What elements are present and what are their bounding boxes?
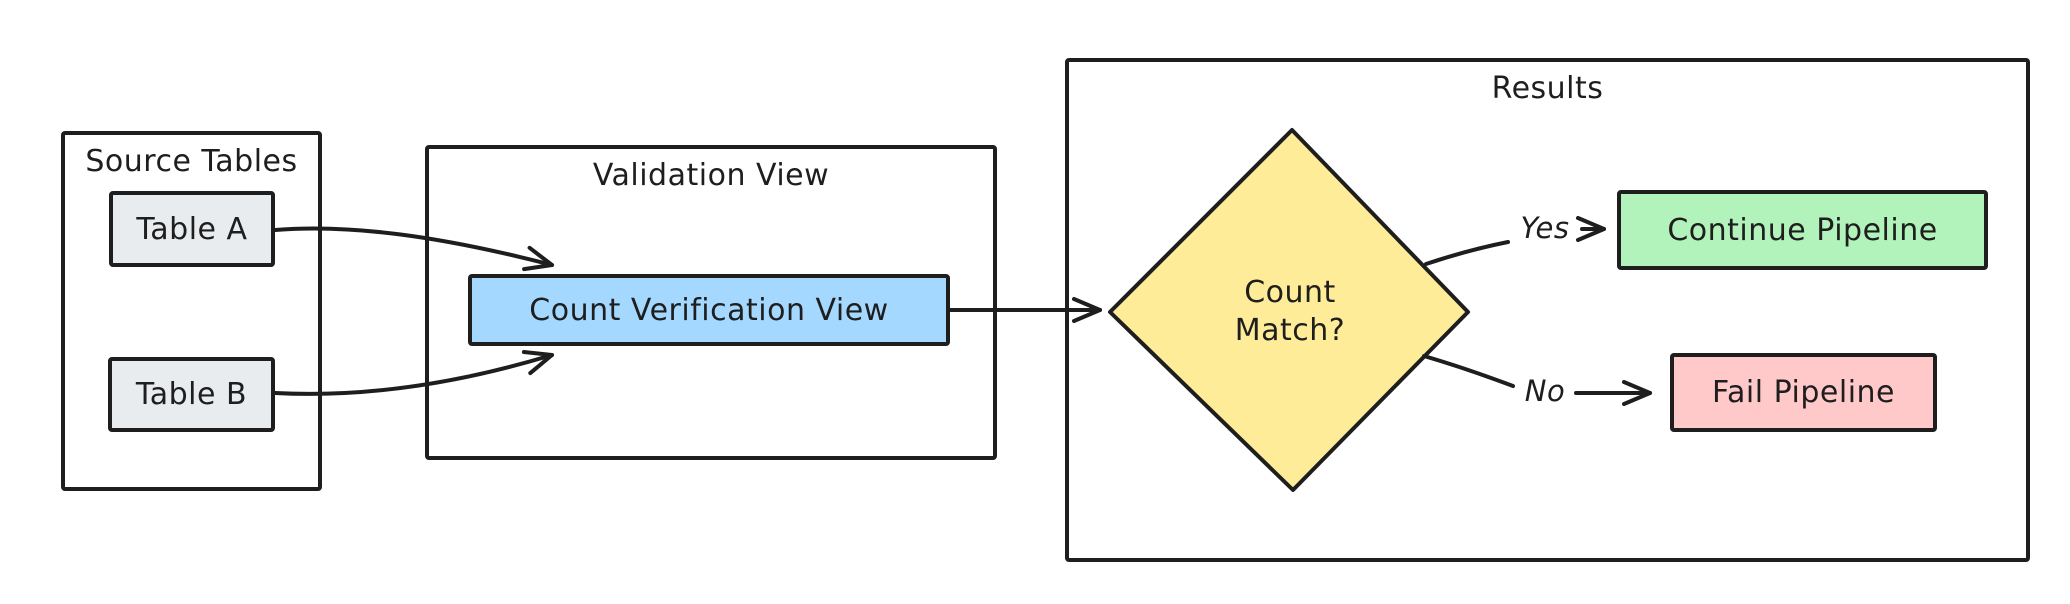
node-table-b: Table B xyxy=(108,357,275,432)
results-title: Results xyxy=(1491,71,1604,106)
node-continue-pipeline-label: Continue Pipeline xyxy=(1667,212,1938,248)
results-group: Results xyxy=(1065,58,2030,562)
node-table-a-label: Table A xyxy=(136,211,248,247)
source-tables-title: Source Tables xyxy=(85,144,298,179)
validation-view-title: Validation View xyxy=(592,158,830,193)
node-count-verification-view: Count Verification View xyxy=(468,274,950,346)
node-count-verification-view-label: Count Verification View xyxy=(529,292,889,328)
node-table-a: Table A xyxy=(109,191,275,267)
node-continue-pipeline: Continue Pipeline xyxy=(1617,190,1988,270)
node-table-b-label: Table B xyxy=(135,377,248,412)
node-fail-pipeline: Fail Pipeline xyxy=(1670,353,1937,432)
source-tables-group: Source Tables xyxy=(61,131,322,491)
node-fail-pipeline-label: Fail Pipeline xyxy=(1712,375,1895,410)
